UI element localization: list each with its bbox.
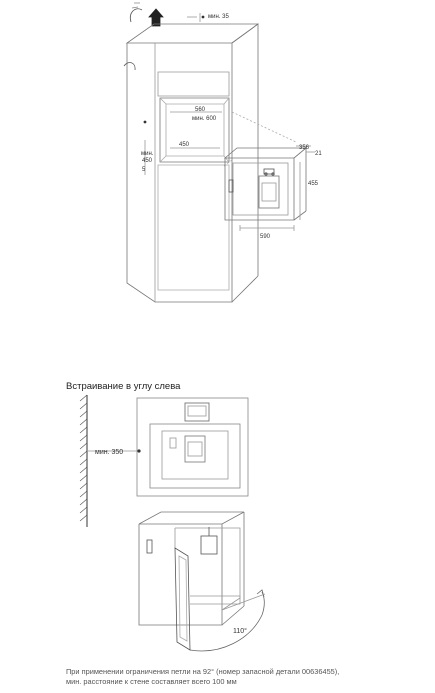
vent-arrow-up-icon [148, 8, 164, 27]
corner-labels: мин. 350 110° [95, 449, 247, 635]
caption: При применении ограничения петли на 92° … [66, 667, 426, 687]
appliance-display [263, 168, 275, 175]
dim-min-450-value: 450 [142, 158, 153, 164]
top-dimension-labels: мин. 35 560 мин. 600 450 мин. 450 5 356 … [141, 14, 322, 240]
corner-iso-figure [138, 511, 266, 652]
cabinet-front [136, 397, 249, 497]
coffee-unit [200, 535, 218, 555]
appliance-handle [228, 179, 234, 193]
section-title: Встраивание в углу слева [66, 381, 181, 392]
dim-450: 450 [179, 142, 190, 148]
tall-cabinet-figure [123, 2, 297, 303]
angle-label: 110° [233, 627, 247, 635]
dim-5: 5 [142, 167, 146, 173]
cabinet-iso-outline [138, 511, 245, 525]
cabinet-iso-handle [146, 539, 153, 554]
open-door [174, 547, 191, 651]
dim-356: 356 [299, 145, 310, 151]
coffee-machine-figure [223, 145, 315, 231]
dim-560: 560 [195, 107, 206, 113]
appliance-outline [223, 147, 308, 159]
dim-21: 21 [315, 151, 322, 157]
vent-arrow-curved-icon [129, 8, 143, 23]
dim-min-35: мин. 35 [208, 14, 229, 20]
min-350-label: мин. 350 [95, 449, 123, 456]
dimension-point [143, 120, 147, 124]
corner-plan-figure [79, 394, 249, 527]
wall-hatching [79, 394, 88, 522]
dim-min-600: мин. 600 [192, 116, 217, 122]
machine-display [184, 402, 210, 422]
dim-590: 590 [260, 234, 271, 240]
dim-455: 455 [308, 181, 319, 187]
cabinet-outline [125, 23, 260, 44]
dim-min-450-label: мин. [141, 151, 154, 157]
swing-arc [189, 591, 265, 652]
caption-line-1: При применении ограничения петли на 92° … [66, 667, 340, 676]
caption-line-2: мин. расстояние к стене составляет всего… [66, 677, 237, 686]
dimension-point [137, 449, 141, 453]
dimension-point [201, 15, 205, 19]
